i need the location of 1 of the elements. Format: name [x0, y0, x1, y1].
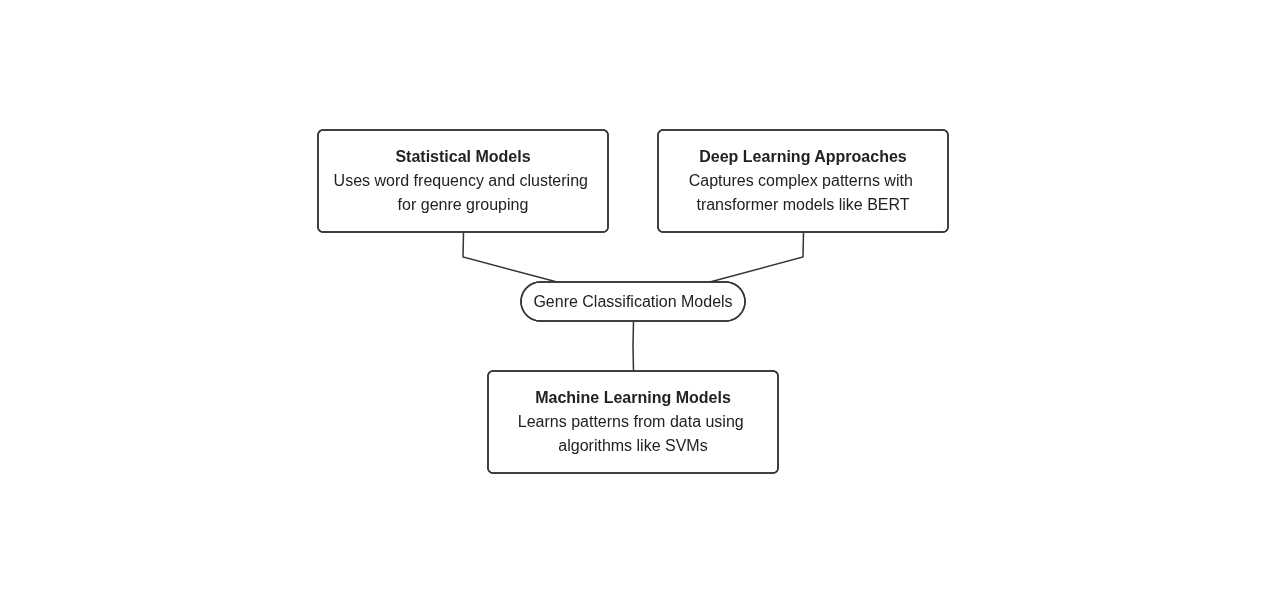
- connector: [631, 320, 634, 373]
